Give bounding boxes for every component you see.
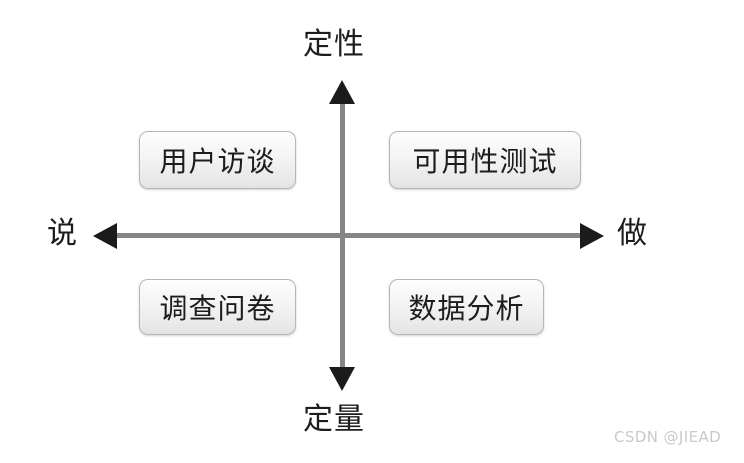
arrow-down-icon (329, 367, 355, 391)
axis-label-right: 做 (617, 216, 648, 251)
quadrant-box-bottom-right: 数据分析 (389, 279, 544, 335)
quadrant-box-top-right: 可用性测试 (389, 131, 581, 189)
horizontal-axis-line (112, 233, 586, 238)
quadrant-box-bottom-left: 调查问卷 (139, 279, 296, 335)
quadrant-box-top-left: 用户访谈 (139, 131, 296, 189)
arrow-left-icon (93, 223, 117, 249)
arrow-up-icon (329, 80, 355, 104)
axis-label-left: 说 (47, 216, 78, 251)
axis-label-bottom: 定量 (303, 402, 365, 437)
watermark-text: CSDN @JIEAD (614, 428, 722, 446)
axis-label-top: 定性 (303, 27, 365, 62)
arrow-right-icon (580, 223, 604, 249)
